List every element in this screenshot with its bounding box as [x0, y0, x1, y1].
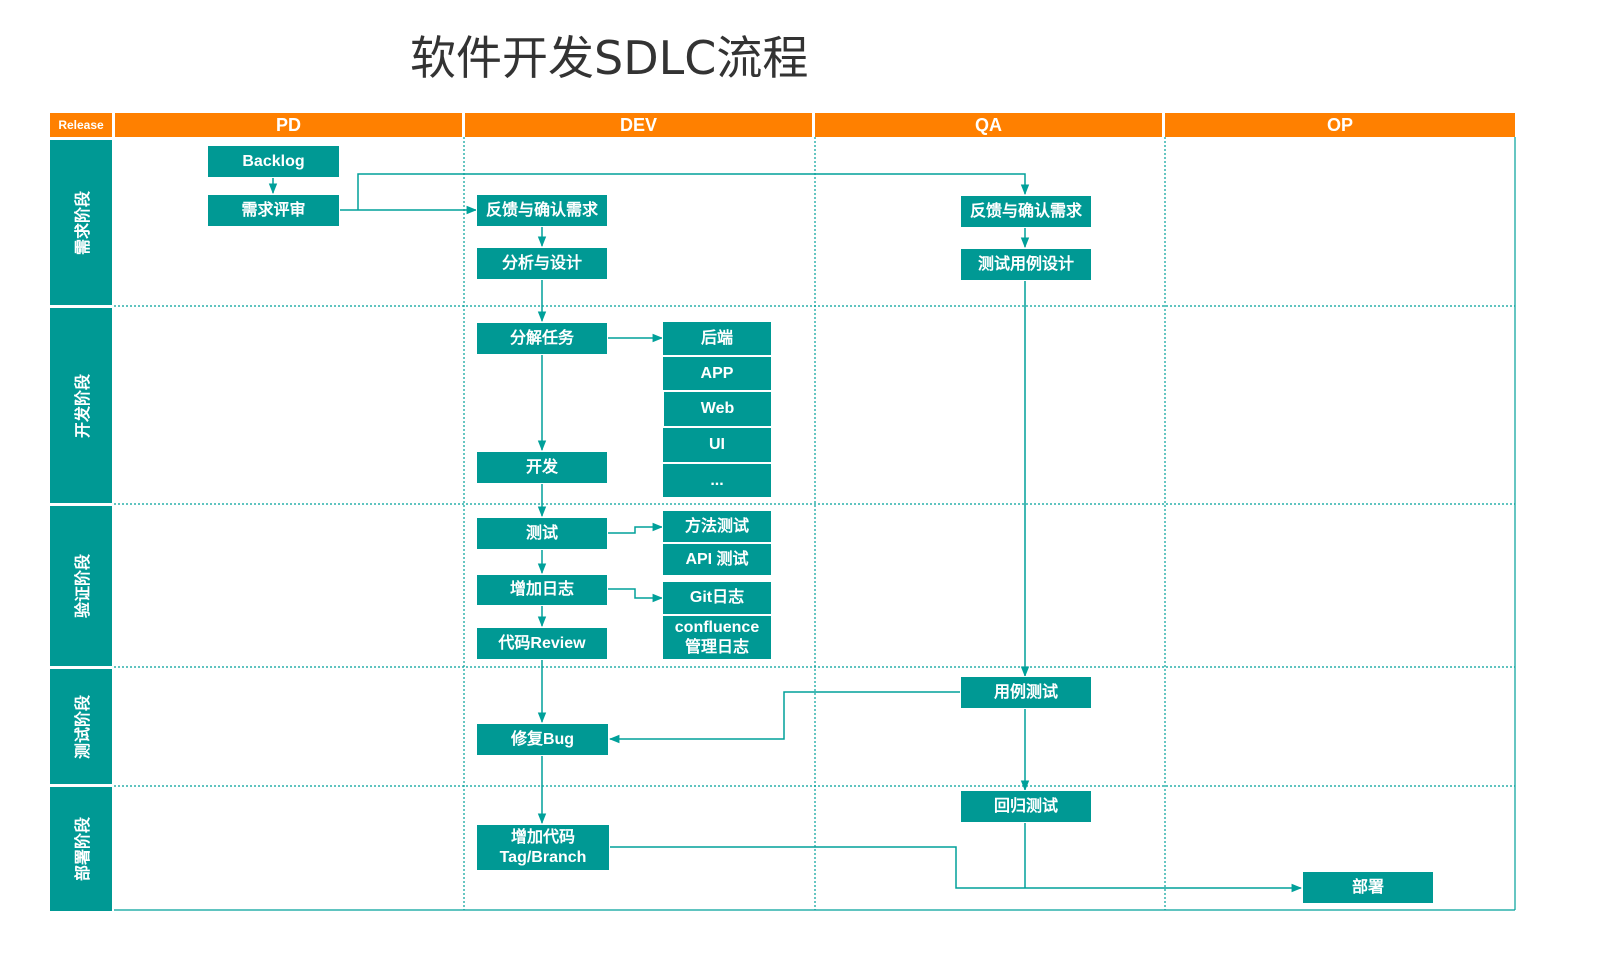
node-qa-feedback[interactable]: 反馈与确认需求	[960, 195, 1092, 228]
node-app[interactable]: APP	[662, 356, 772, 391]
node-backend[interactable]: 后端	[662, 321, 772, 356]
header-qa: QA	[815, 113, 1162, 137]
arrow-addlog-git	[608, 588, 664, 603]
header-op: OP	[1165, 113, 1515, 137]
header-release: Release	[50, 113, 112, 137]
node-split-tasks[interactable]: 分解任务	[476, 322, 608, 355]
node-tag-line1: 增加代码	[510, 828, 575, 846]
stage-requirements: 需求阶段	[50, 140, 112, 305]
header-pd: PD	[115, 113, 462, 137]
node-tag-branch[interactable]: 增加代码 Tag/Branch	[476, 824, 610, 871]
grid-lines	[114, 137, 1516, 911]
node-deploy[interactable]: 部署	[1302, 871, 1434, 904]
arrow-tag-deploy	[609, 846, 1303, 893]
node-confluence-line1: confluence	[674, 618, 760, 636]
node-tag-line2: Tag/Branch	[499, 848, 587, 866]
arrow-casetest-fixbug	[608, 691, 960, 744]
node-api-test[interactable]: API 测试	[662, 543, 772, 576]
node-fix-bug[interactable]: 修复Bug	[476, 723, 609, 756]
node-code-review[interactable]: 代码Review	[476, 627, 608, 660]
node-add-log[interactable]: 增加日志	[476, 574, 608, 606]
node-test[interactable]: 测试	[476, 517, 608, 550]
node-ui[interactable]: UI	[662, 427, 772, 463]
node-git-log[interactable]: Git日志	[662, 581, 772, 615]
stage-development: 开发阶段	[50, 308, 112, 503]
arrows	[268, 173, 1303, 893]
node-confluence-log[interactable]: confluence 管理日志	[662, 615, 772, 660]
node-method-test[interactable]: 方法测试	[662, 510, 772, 543]
node-test-case-design[interactable]: 测试用例设计	[960, 248, 1092, 281]
node-web[interactable]: Web	[663, 391, 772, 427]
page-title: 软件开发SDLC流程	[410, 31, 809, 85]
node-regression-test[interactable]: 回归测试	[960, 790, 1092, 823]
node-dev-feedback[interactable]: 反馈与确认需求	[476, 194, 608, 227]
arrow-test-method	[608, 522, 664, 534]
node-case-test[interactable]: 用例测试	[960, 676, 1092, 709]
node-confluence-line2: 管理日志	[684, 638, 749, 656]
node-backlog[interactable]: Backlog	[207, 145, 340, 178]
node-requirements-review[interactable]: 需求评审	[207, 194, 340, 227]
node-analysis-design[interactable]: 分析与设计	[476, 247, 608, 280]
header-dev: DEV	[465, 113, 812, 137]
stage-verification: 验证阶段	[50, 506, 112, 666]
arrow-review-qafeedback	[357, 173, 1030, 210]
node-develop[interactable]: 开发	[476, 451, 608, 484]
node-more[interactable]: ...	[662, 463, 772, 498]
stage-deployment: 部署阶段	[50, 787, 112, 911]
stage-testing: 测试阶段	[50, 669, 112, 784]
